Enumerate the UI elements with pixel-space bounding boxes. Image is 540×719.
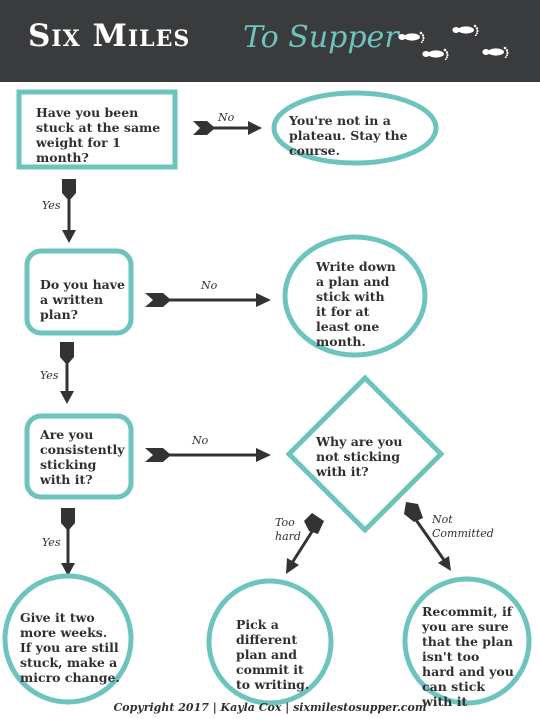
answer-write-plan-text: Write down a plan and stick with it for … [316,259,396,349]
question-box-written-plan [24,248,134,336]
arrow-no-1 [193,121,262,135]
arrow-yes-2 [60,342,74,404]
label-not: Not [432,513,453,526]
brand-title: Six Miles [28,18,191,54]
question-box-consistent [24,413,134,500]
result-circle-two-weeks [2,573,134,705]
label-no-3: No [192,434,209,447]
result-circle-recommit [402,576,532,706]
arrow-no-2 [145,293,271,307]
header-banner [0,0,540,82]
question-consistent-text: Are you consistently sticking with it? [40,427,125,487]
answer-circle-write-plan [282,234,428,358]
label-yes-3: Yes [42,536,61,549]
question-box-stuck [16,89,178,170]
label-yes-2: Yes [40,369,59,382]
footprints-icon [398,24,509,61]
label-too: Too [275,516,295,529]
arrow-not-committed [404,502,451,571]
result-circle-different-plan [206,578,334,706]
copyright-footer: Copyright 2017 | Kayla Cox | sixmilestos… [113,701,427,714]
decision-why-text: Why are you not sticking with it? [316,434,403,479]
brand-subtitle: To Supper [243,20,399,55]
arrow-too-hard [286,513,324,574]
label-committed: Committed [432,527,494,540]
result-different-plan-text: Pick a different plan and commit it to w… [236,617,310,692]
decision-diamond-why [285,374,445,534]
label-no-1: No [218,111,235,124]
arrow-yes-3 [61,508,75,576]
label-yes-1: Yes [42,199,61,212]
result-two-weeks-text: Give it two more weeks. If you are still… [20,610,120,685]
label-no-2: No [201,279,218,292]
question-written-plan-text: Do you have a written plan? [40,277,125,322]
arrow-no-3 [145,448,271,462]
question-stuck-text: Have you been stuck at the same weight f… [36,105,161,165]
arrow-yes-1 [62,179,76,243]
answer-oval-not-plateau [271,90,439,166]
result-recommit-text: Recommit, if you are sure that the plan … [422,604,514,709]
answer-not-plateau-text: You're not in a plateau. Stay the course… [289,113,408,158]
label-hard: hard [275,530,301,543]
